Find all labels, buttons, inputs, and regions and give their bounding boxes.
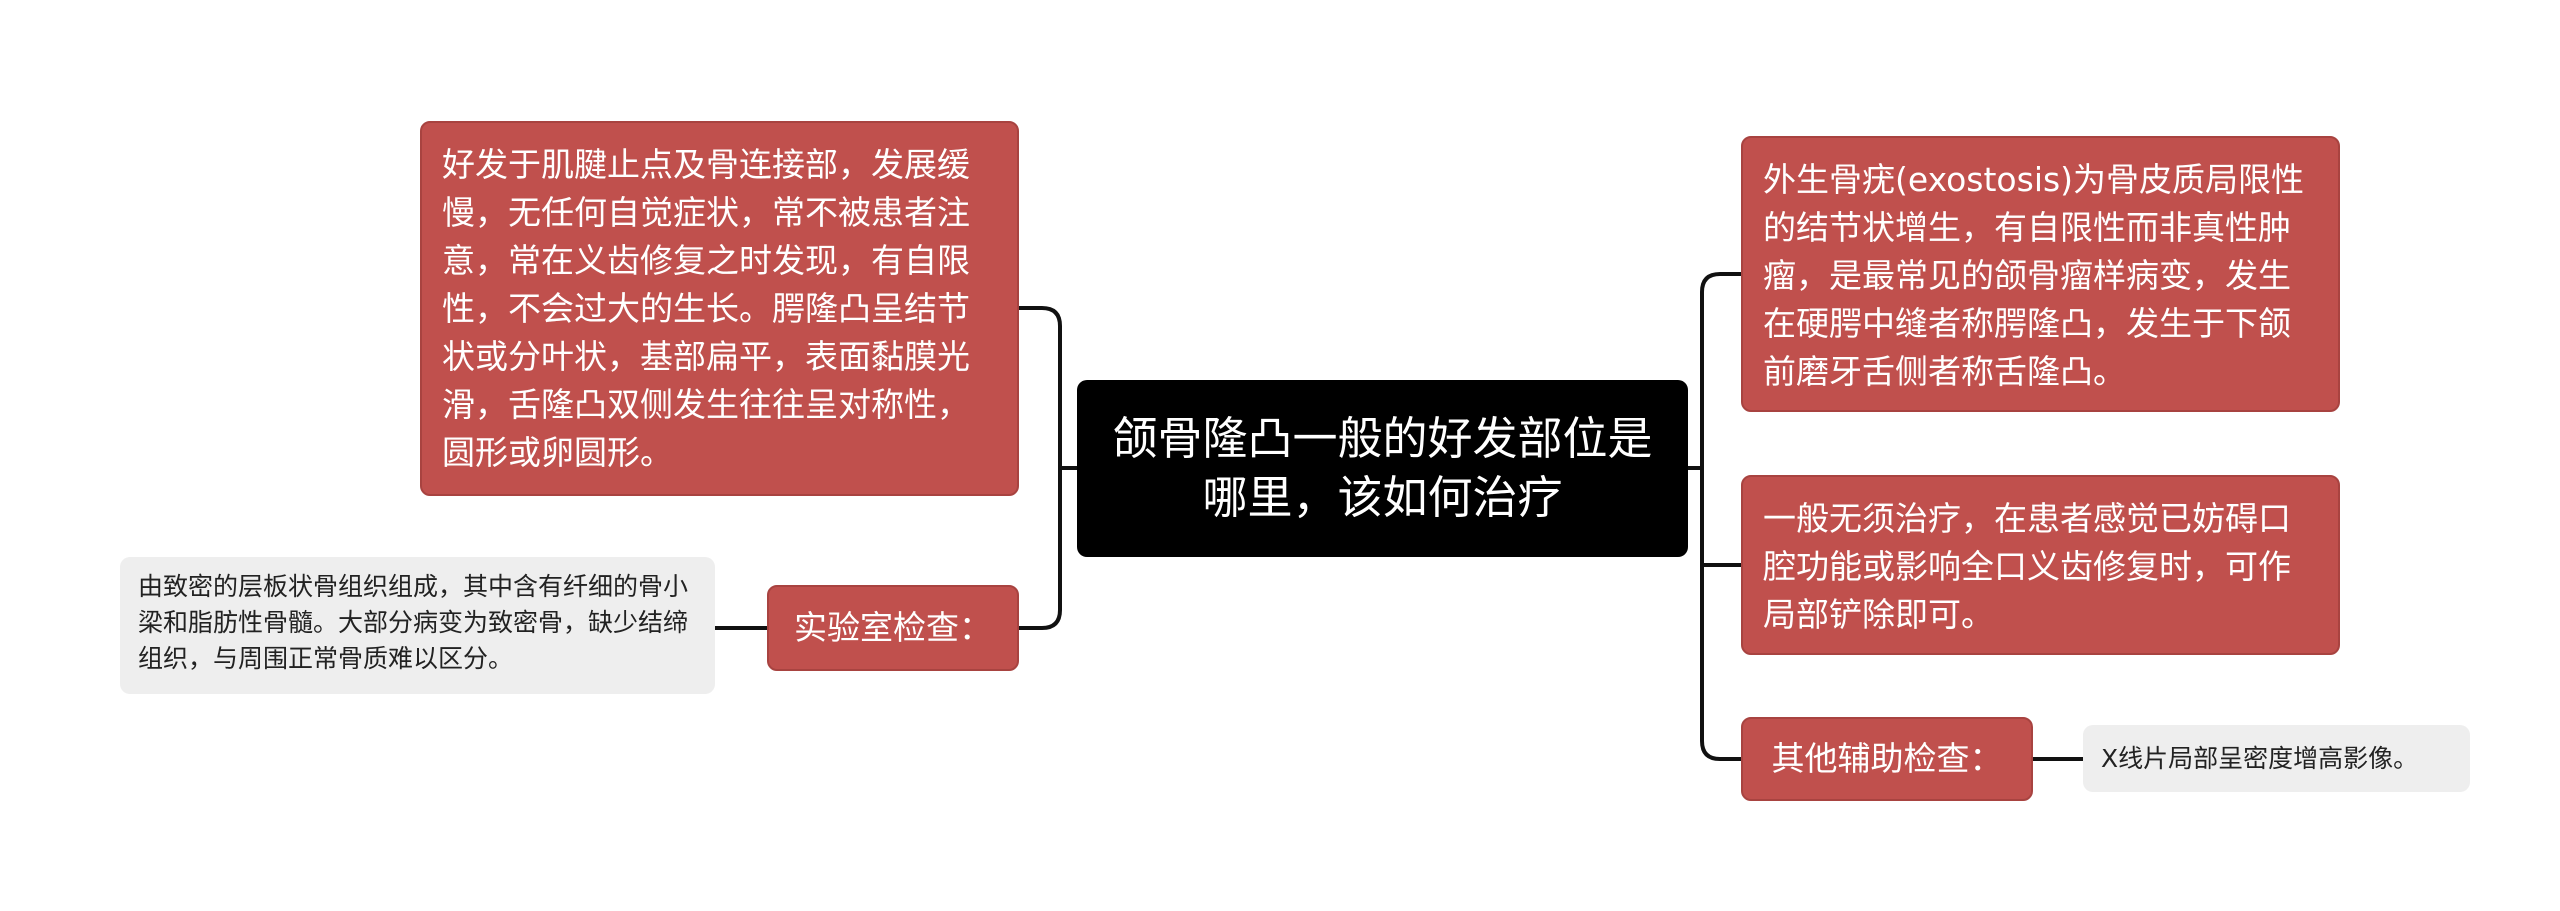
lab-exam-label: 实验室检查： bbox=[794, 608, 992, 647]
lab-exam-detail-node[interactable]: 由致密的层板状骨组织组成，其中含有纤细的骨小梁和脂肪性骨髓。大部分病变为致密骨，… bbox=[120, 557, 715, 694]
connector-right-branch bbox=[1700, 272, 1743, 761]
other-exam-label: 其他辅助检查： bbox=[1771, 739, 2003, 778]
connector-left-branch bbox=[1017, 306, 1062, 630]
treatment-node[interactable]: 一般无须治疗，在患者感觉已妨碍口腔功能或影响全口义齿修复时，可作局部铲除即可。 bbox=[1741, 475, 2340, 655]
onset-site-node[interactable]: 好发于肌腱止点及骨连接部，发展缓慢，无任何自觉症状，常不被患者注意，常在义齿修复… bbox=[420, 121, 1019, 496]
central-topic-text: 颌骨隆凸一般的好发部位是哪里，该如何治疗 bbox=[1112, 412, 1653, 524]
definition-text: 外生骨疣(exostosis)为骨皮质局限性的结节状增生，有自限性而非真性肿瘤，… bbox=[1763, 160, 2305, 391]
other-exam-detail-text: X线片局部呈密度增高影像。 bbox=[2101, 743, 2419, 773]
onset-site-text: 好发于肌腱止点及骨连接部，发展缓慢，无任何自觉症状，常不被患者注意，常在义齿修复… bbox=[442, 145, 970, 472]
treatment-text: 一般无须治疗，在患者感觉已妨碍口腔功能或影响全口义齿修复时，可作局部铲除即可。 bbox=[1763, 499, 2291, 634]
other-exam-detail-node[interactable]: X线片局部呈密度增高影像。 bbox=[2083, 725, 2470, 792]
other-exam-node[interactable]: 其他辅助检查： bbox=[1741, 717, 2033, 801]
lab-exam-detail-text: 由致密的层板状骨组织组成，其中含有纤细的骨小梁和脂肪性骨髓。大部分病变为致密骨，… bbox=[138, 572, 689, 673]
definition-node[interactable]: 外生骨疣(exostosis)为骨皮质局限性的结节状增生，有自限性而非真性肿瘤，… bbox=[1741, 136, 2340, 412]
lab-exam-node[interactable]: 实验室检查： bbox=[767, 585, 1019, 671]
central-topic-node[interactable]: 颌骨隆凸一般的好发部位是哪里，该如何治疗 bbox=[1077, 380, 1688, 557]
